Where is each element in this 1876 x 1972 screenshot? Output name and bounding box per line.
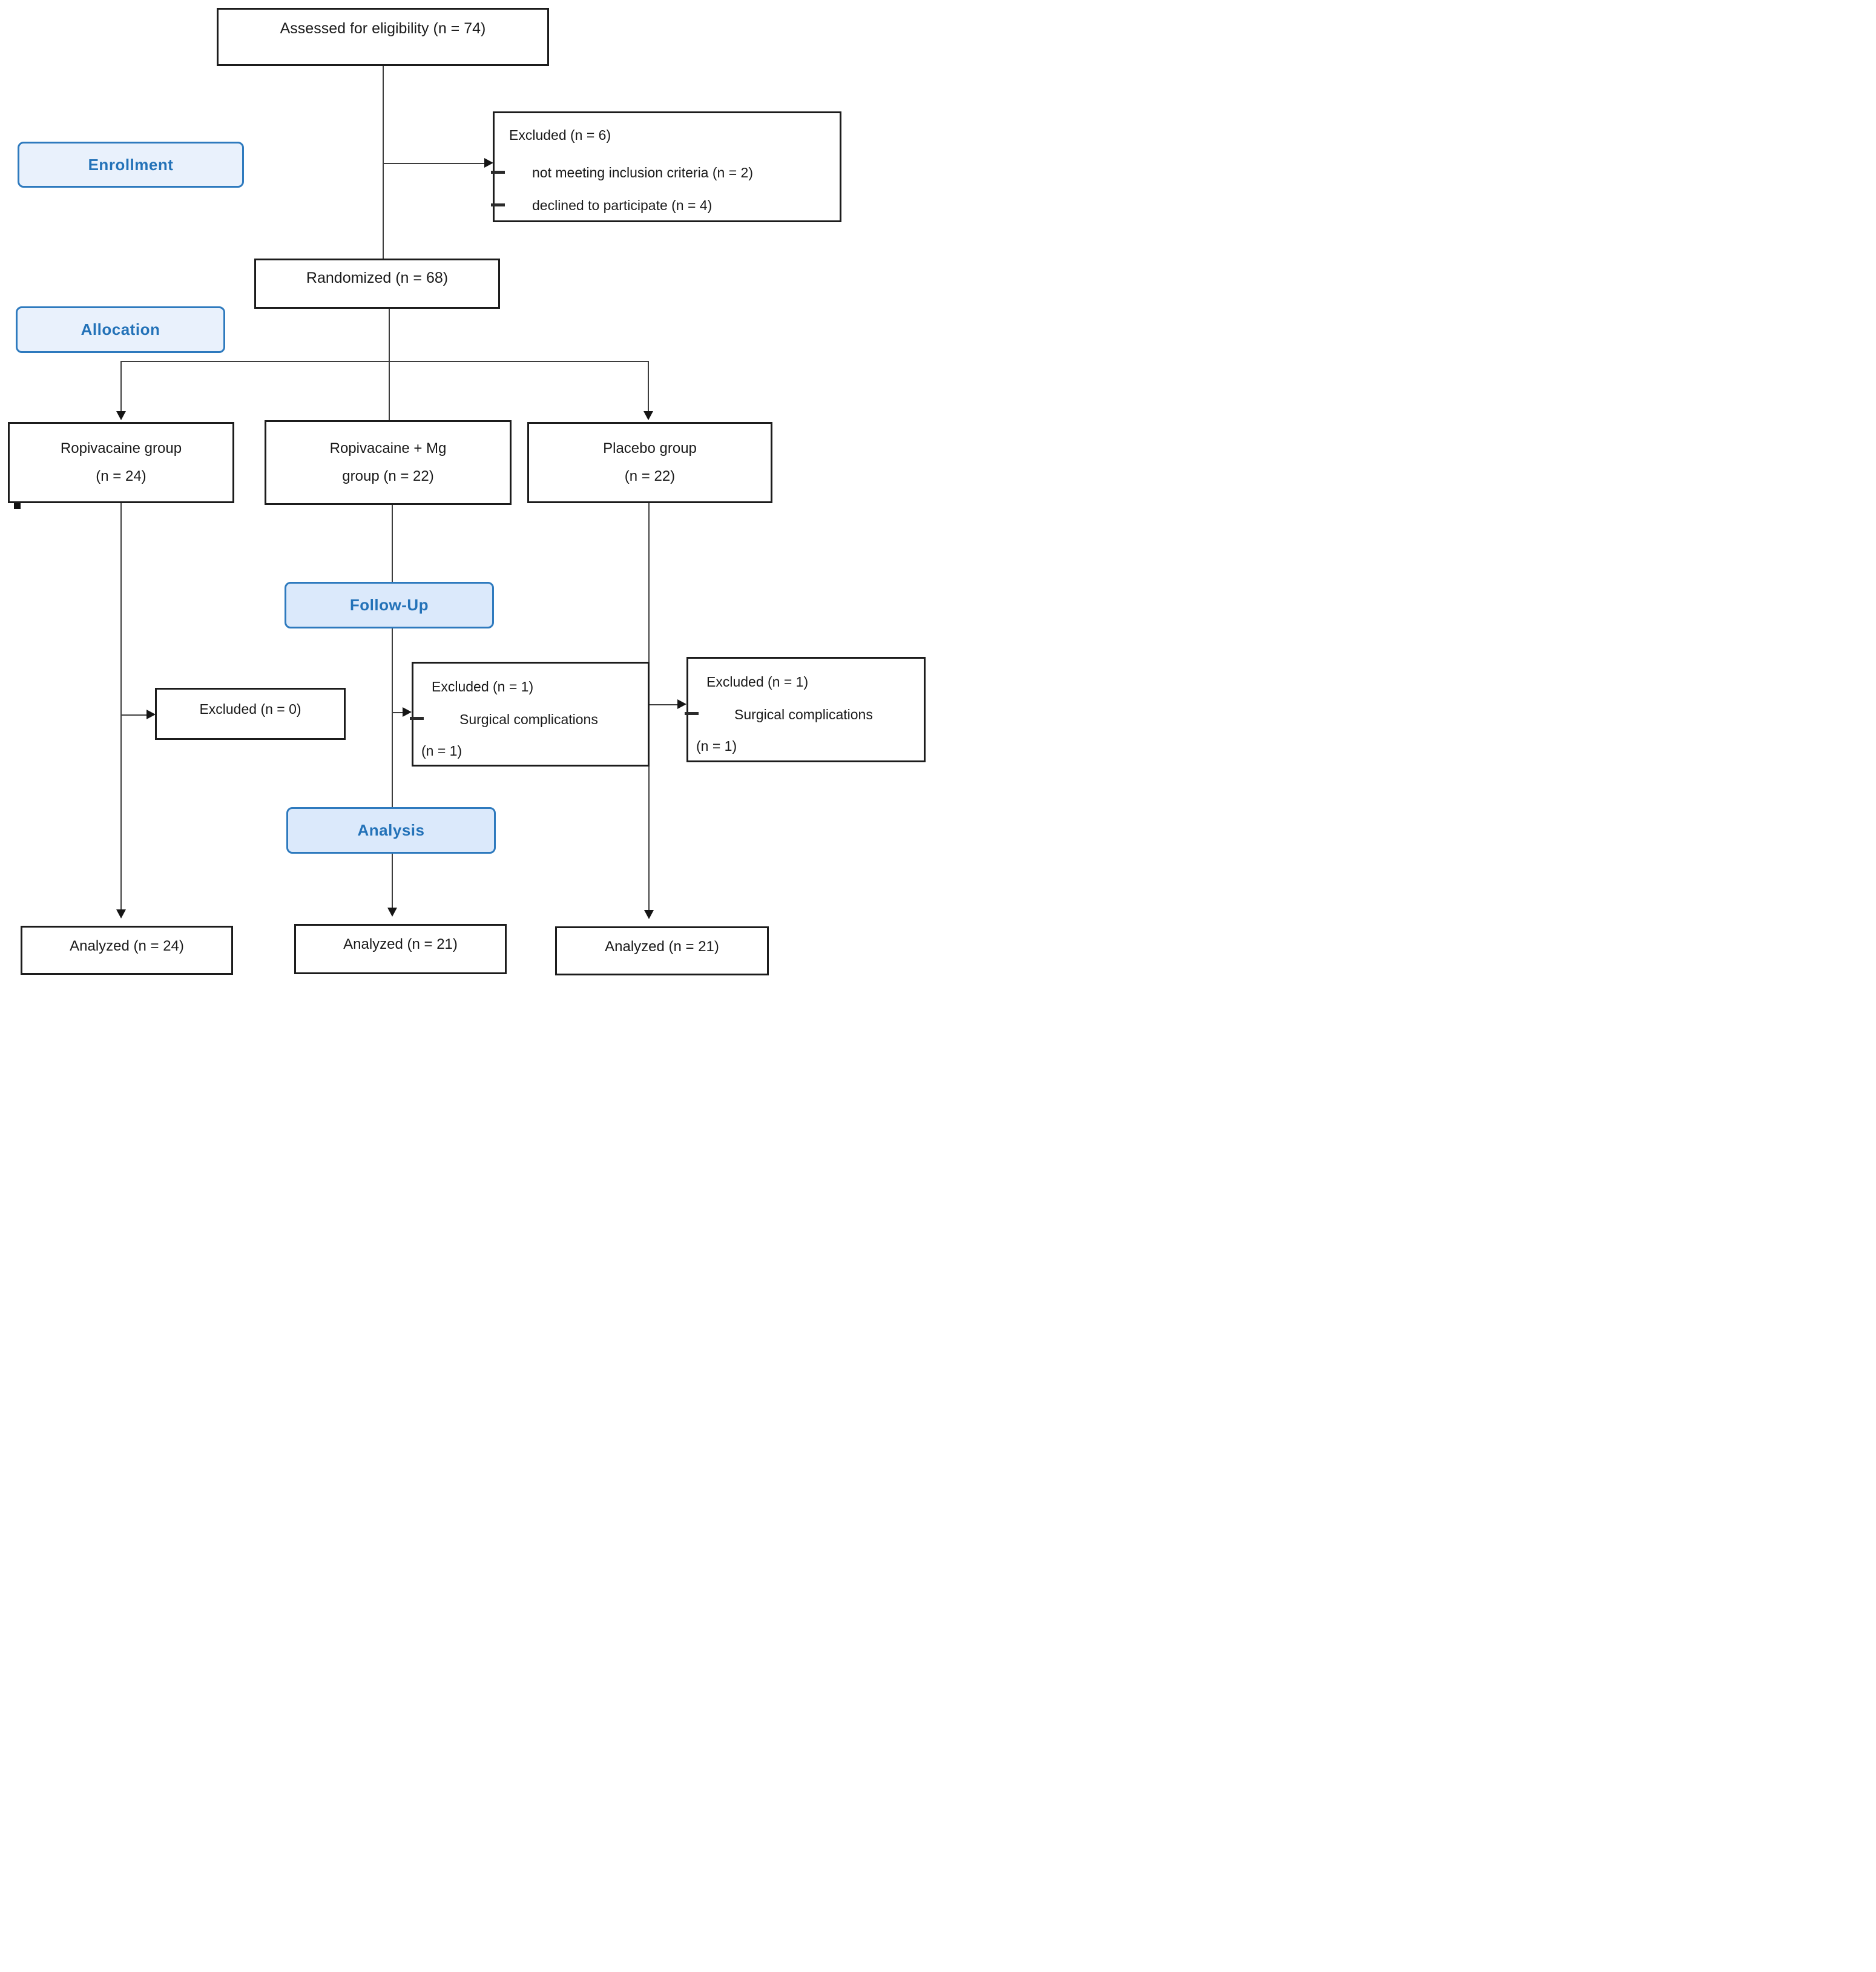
excluded-enrollment-box: Excluded (n = 6) not meeting inclusion c… <box>491 111 841 222</box>
group-name: Ropivacaine + Mg <box>329 440 447 457</box>
excluded-followup-count: (n = 1) <box>696 738 737 754</box>
arrow-down-icon <box>116 411 126 420</box>
excluded-followup-box-middle: Excluded (n = 1) Surgical complications … <box>410 662 650 767</box>
group-count: group (n = 22) <box>342 468 434 484</box>
stage-label-analysis: Analysis <box>286 807 496 854</box>
excluded-followup-box-right: Excluded (n = 1) Surgical complications … <box>685 657 926 762</box>
stage-label-allocation-text: Allocation <box>81 320 160 338</box>
dash-bullet-icon <box>410 717 424 720</box>
connector-group1-to-analyzed1 <box>120 503 122 911</box>
dash-bullet-icon <box>491 203 505 206</box>
group-box-placebo: Placebo group (n = 22) <box>527 422 772 503</box>
arrow-down-icon <box>116 909 126 918</box>
excluded-followup-count: (n = 1) <box>421 743 462 759</box>
arrow-right-icon <box>403 707 412 717</box>
connector-split-to-group2 <box>389 361 390 420</box>
randomized-box: Randomized (n = 68) <box>254 259 500 309</box>
group-count: (n = 22) <box>624 468 676 484</box>
group-name: Placebo group <box>603 440 697 457</box>
arrow-down-icon <box>644 910 654 919</box>
connector-assessed-to-randomized <box>383 66 384 259</box>
dash-bullet-icon <box>491 171 505 174</box>
group-name: Ropivacaine group <box>60 440 182 457</box>
analyzed-box-ropivacaine: Analyzed (n = 24) <box>21 926 233 975</box>
stage-label-allocation: Allocation <box>16 306 225 353</box>
analyzed-text: Analyzed (n = 24) <box>70 938 184 954</box>
analyzed-box-ropivacaine-mg: Analyzed (n = 21) <box>294 924 507 974</box>
connector-to-excluded-middle <box>392 712 404 713</box>
randomized-text: Randomized (n = 68) <box>306 269 449 286</box>
stage-label-followup-text: Follow-Up <box>349 596 429 614</box>
group-box-ropivacaine: Ropivacaine group (n = 24) <box>8 422 234 503</box>
stage-label-followup: Follow-Up <box>285 582 494 628</box>
arrow-right-icon <box>484 158 493 168</box>
excluded-enrollment-title: Excluded (n = 6) <box>509 127 611 143</box>
connector-split-to-group3 <box>648 361 649 414</box>
connector-allocation-split <box>120 361 649 362</box>
consort-flow-diagram: Enrollment Allocation Follow-Up Analysis… <box>0 0 938 986</box>
connector-group2-to-analyzed2 <box>392 505 393 909</box>
assessed-eligibility-text: Assessed for eligibility (n = 74) <box>280 20 486 37</box>
excluded-enrollment-item: declined to participate (n = 4) <box>532 197 713 213</box>
excluded-followup-reason: Surgical complications <box>734 707 873 722</box>
arrow-down-icon <box>643 411 653 420</box>
connector-to-excluded-enrollment <box>383 163 484 164</box>
analyzed-text: Analyzed (n = 21) <box>605 938 719 955</box>
excluded-followup-title: Excluded (n = 1) <box>432 679 534 694</box>
arrow-right-icon <box>677 699 686 709</box>
excluded-followup-title: Excluded (n = 1) <box>706 674 809 690</box>
excluded-followup-reason: Surgical complications <box>459 711 598 727</box>
assessed-eligibility-box: Assessed for eligibility (n = 74) <box>217 8 549 66</box>
excluded-followup-title: Excluded (n = 0) <box>199 701 301 717</box>
connector-split-to-group1 <box>120 361 122 414</box>
connector-to-excluded-right <box>649 704 679 705</box>
excluded-enrollment-item: not meeting inclusion criteria (n = 2) <box>532 165 753 180</box>
group-count: (n = 24) <box>96 468 146 484</box>
excluded-followup-box-left: Excluded (n = 0) <box>155 688 346 740</box>
stage-label-enrollment-text: Enrollment <box>88 155 174 174</box>
dash-bullet-icon <box>685 712 699 715</box>
arrow-down-icon <box>387 908 397 917</box>
stage-label-analysis-text: Analysis <box>357 821 425 839</box>
artifact-arrowhead-icon <box>14 503 21 509</box>
connector-randomized-to-split <box>389 308 390 361</box>
arrow-right-icon <box>146 710 156 719</box>
analyzed-box-placebo: Analyzed (n = 21) <box>555 926 769 975</box>
connector-to-excluded-left <box>121 714 147 716</box>
group-box-ropivacaine-mg: Ropivacaine + Mg group (n = 22) <box>265 420 512 505</box>
analyzed-text: Analyzed (n = 21) <box>343 936 458 952</box>
stage-label-enrollment: Enrollment <box>18 142 244 188</box>
